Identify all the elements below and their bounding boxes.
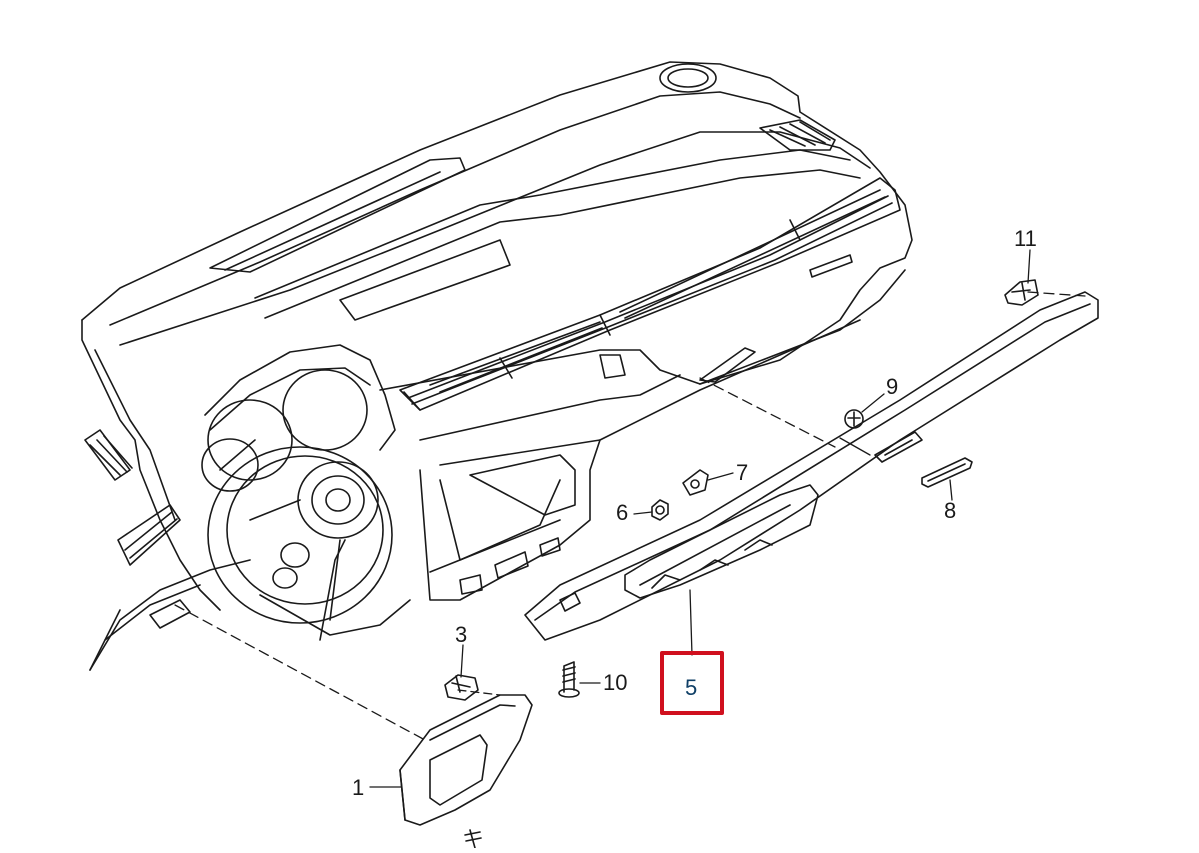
callout-1-label: 1 <box>352 775 364 800</box>
callout-10-label: 10 <box>603 670 627 695</box>
clip-part-7[interactable] <box>682 469 709 496</box>
highlight-box <box>660 651 724 715</box>
dashboard-assembly <box>81 61 913 671</box>
callout-11-label: 11 <box>1014 226 1037 251</box>
center-vent-strip <box>399 177 901 411</box>
clip-part-3[interactable] <box>444 674 479 701</box>
screw-part-10[interactable] <box>558 661 580 698</box>
insert-part-8[interactable] <box>921 457 973 488</box>
callout-9-label: 9 <box>886 374 898 399</box>
clip-part-11[interactable] <box>1004 279 1039 306</box>
callout-5-label: 5 <box>685 675 697 700</box>
leader-lines <box>174 249 1086 788</box>
callout-6-label: 6 <box>616 500 628 525</box>
clip-part-9[interactable] <box>844 409 864 429</box>
callout-3-label: 3 <box>455 622 467 647</box>
trim-strip-part-5[interactable] <box>524 291 1099 641</box>
steering-wheel <box>207 446 393 641</box>
highlighted-callout-5[interactable]: 5 <box>660 651 724 715</box>
end-trim-part-1[interactable] <box>399 694 533 849</box>
nut-part-6[interactable] <box>651 499 669 521</box>
callout-8-label: 8 <box>944 498 956 523</box>
callout-7-label: 7 <box>736 460 748 485</box>
